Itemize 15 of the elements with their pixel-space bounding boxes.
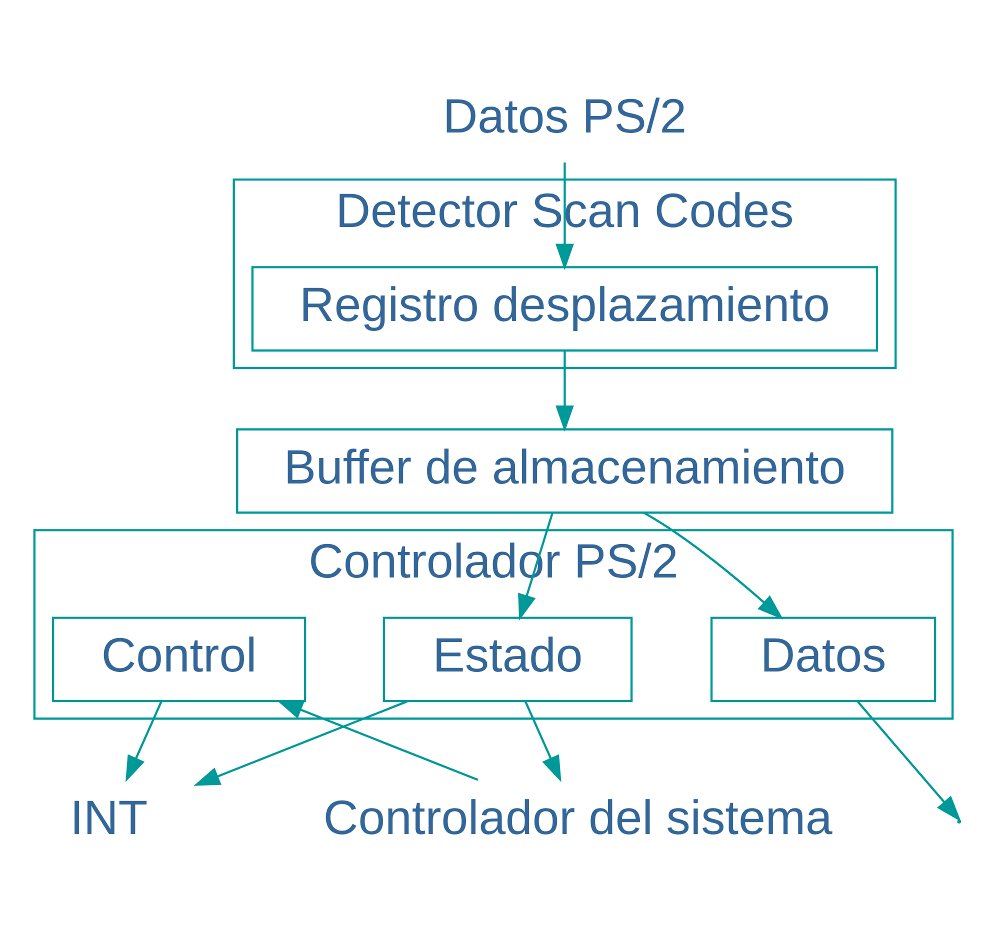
- arrow: [276, 700, 478, 781]
- node-box: Control: [52, 616, 306, 702]
- node-box: Buffer de almacenamiento: [236, 428, 894, 514]
- arrow: [524, 701, 562, 782]
- node-box: Datos: [710, 616, 936, 702]
- arrow: [556, 350, 574, 432]
- arrow: [194, 700, 408, 786]
- arrow: [126, 701, 162, 782]
- node-text: Datos PS/2: [442, 90, 687, 144]
- arrow: [856, 700, 962, 822]
- node-text: INT: [70, 790, 148, 845]
- arrow: [643, 512, 784, 620]
- node-box: Estado: [382, 616, 633, 702]
- node-box: Registro desplazamiento: [251, 266, 878, 352]
- node-text: Controlador del sistema: [323, 790, 832, 845]
